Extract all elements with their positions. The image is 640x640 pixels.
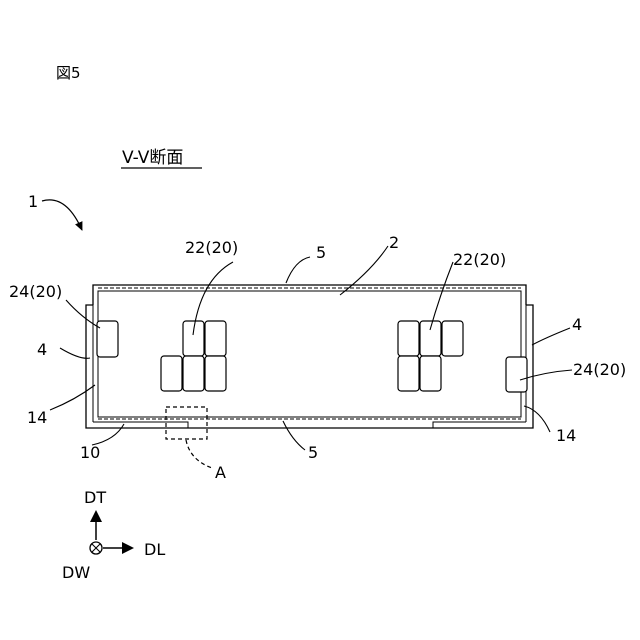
ref-5-bottom-label: 5 bbox=[308, 443, 318, 462]
ref-4-right-label: 4 bbox=[572, 315, 582, 334]
cell-22-left-top-2 bbox=[205, 321, 226, 356]
ref-a-label: A bbox=[215, 463, 226, 482]
dw-label: DW bbox=[62, 563, 90, 582]
cell-22-right-top-3 bbox=[442, 321, 463, 356]
cell-24-left bbox=[97, 321, 118, 357]
dt-label: DT bbox=[84, 488, 106, 507]
figure-label: 図5 bbox=[56, 64, 81, 82]
cell-22-right-bottom-1 bbox=[398, 356, 419, 391]
ref-4-left-label: 4 bbox=[37, 340, 47, 359]
cell-24-right bbox=[506, 357, 527, 392]
leader-14-left bbox=[50, 385, 95, 410]
cell-22-left-bottom-2 bbox=[183, 356, 204, 391]
dt-arrowhead bbox=[90, 510, 102, 522]
cell-22-left-bottom-3 bbox=[205, 356, 226, 391]
cell-22-right-bottom-2 bbox=[420, 356, 441, 391]
leader-24-left bbox=[66, 300, 100, 328]
ref-24-right-label: 24(20) bbox=[573, 360, 626, 379]
leader-5-bottom bbox=[283, 421, 305, 450]
ref-14-right-label: 14 bbox=[556, 426, 576, 445]
dl-arrowhead bbox=[122, 542, 134, 554]
leader-4-right bbox=[532, 328, 570, 345]
cell-group-22-right bbox=[398, 321, 463, 391]
frame-step-left bbox=[93, 422, 188, 428]
cell-22-left-bottom-1 bbox=[161, 356, 182, 391]
detail-a-box bbox=[166, 407, 207, 439]
member-2 bbox=[93, 285, 526, 305]
leader-22-right bbox=[430, 262, 453, 330]
axis-indicator: DT DL DW bbox=[62, 488, 165, 582]
ref-24-left-label: 24(20) bbox=[9, 282, 62, 301]
detail-a-leader bbox=[186, 440, 212, 468]
leader-24-right bbox=[520, 370, 572, 380]
ref-1-arrow bbox=[42, 200, 82, 230]
dl-label: DL bbox=[144, 540, 165, 559]
frame-step-right bbox=[433, 422, 526, 428]
section-title: V-V断面 bbox=[122, 148, 183, 168]
cell-22-right-top-1 bbox=[398, 321, 419, 356]
ref-22-left-label: 22(20) bbox=[185, 238, 238, 257]
ref-22-right-label: 22(20) bbox=[453, 250, 506, 269]
ref-10-label: 10 bbox=[80, 443, 100, 462]
ref-14-left-label: 14 bbox=[27, 408, 47, 427]
housing-10 bbox=[86, 305, 533, 428]
leader-10 bbox=[92, 424, 124, 445]
leader-5-top bbox=[286, 257, 310, 283]
ref-1-label: 1 bbox=[28, 192, 38, 211]
ref-2-label: 2 bbox=[389, 233, 399, 252]
cell-22-right-top-2 bbox=[420, 321, 441, 356]
cell-22-left-top-1 bbox=[183, 321, 204, 356]
housing-outline bbox=[86, 305, 533, 428]
member-2-inner-outline bbox=[98, 291, 521, 305]
ref-5-top-label: 5 bbox=[316, 243, 326, 262]
